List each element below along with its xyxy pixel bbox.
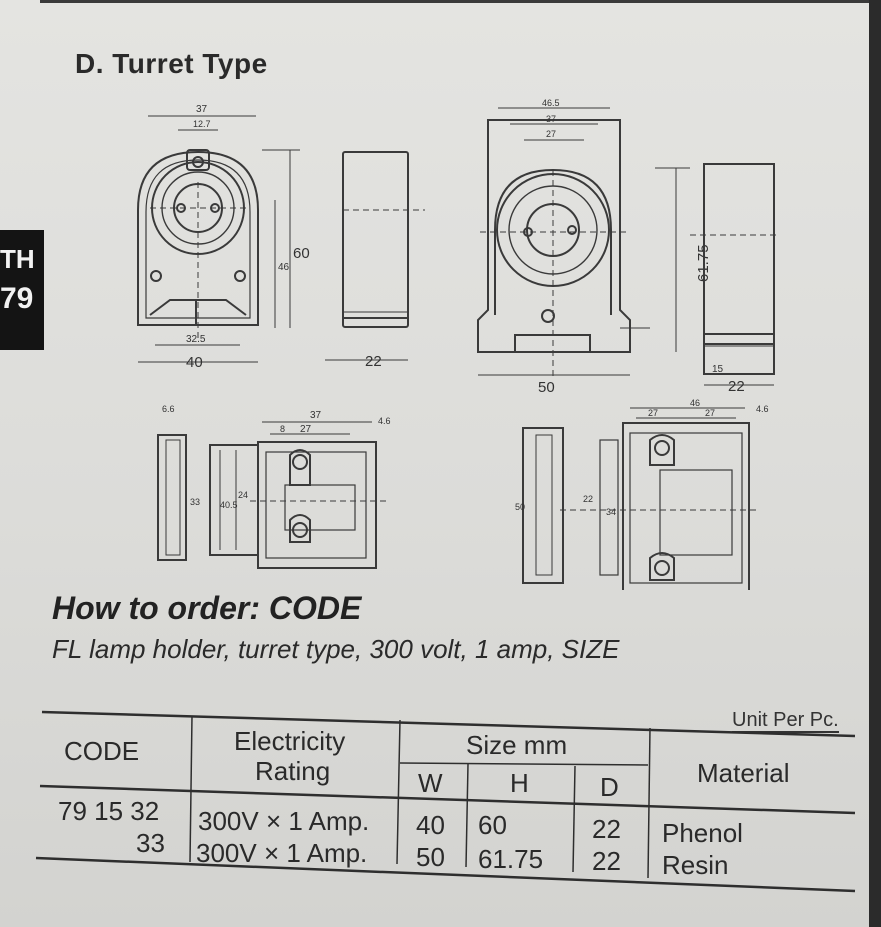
row-2-rating: 300V × 1 Amp. (196, 838, 368, 868)
row-1-material: Phenol (662, 818, 743, 848)
svg-text:8: 8 (280, 424, 285, 434)
side-view-large-holder: 15 22 (690, 163, 780, 395)
order-description: FL lamp holder, turret type, 300 volt, 1… (52, 634, 620, 664)
top-rule (40, 0, 870, 3)
svg-text:33: 33 (190, 497, 200, 507)
rear-view-large-holder: 46 27 27 50 22 34 4.6 (515, 398, 769, 590)
svg-text:32.5: 32.5 (186, 334, 206, 345)
svg-text:37: 37 (196, 104, 208, 115)
svg-text:27: 27 (648, 408, 658, 418)
svg-text:27: 27 (546, 129, 556, 139)
side-view-small-holder: 22 (325, 151, 425, 370)
svg-text:4.6: 4.6 (756, 404, 769, 414)
svg-text:6.6: 6.6 (162, 404, 175, 414)
svg-text:12.7: 12.7 (193, 119, 211, 129)
row-1-h: 60 (478, 810, 507, 840)
front-view-small-holder: 37 12.7 60 46 32.5 40 (137, 104, 310, 371)
row-1-code: 79 15 32 (58, 796, 160, 826)
header-code: CODE (64, 736, 140, 766)
svg-text:22: 22 (583, 494, 593, 504)
side-index-tab: TH 79 (0, 230, 44, 350)
unit-note: Unit Per Pc. (732, 709, 839, 733)
svg-text:60: 60 (293, 245, 310, 262)
svg-text:34: 34 (606, 507, 616, 517)
row-1-d: 22 (592, 814, 621, 844)
side-tab-line-1: TH (0, 244, 35, 274)
svg-text:27: 27 (705, 408, 715, 418)
svg-text:46: 46 (690, 398, 700, 408)
header-material: Material (697, 758, 790, 788)
svg-text:15: 15 (712, 364, 724, 375)
svg-text:50: 50 (538, 379, 555, 396)
header-w: W (418, 768, 443, 798)
row-1-w: 40 (416, 810, 445, 840)
section-title: D. Turret Type (75, 48, 268, 79)
header-d: D (600, 772, 619, 802)
row-2-d: 22 (592, 846, 621, 876)
rear-view-small-holder: 6.6 37 27 8 33 40.5 24 4.6 (157, 404, 391, 569)
svg-text:50: 50 (515, 502, 525, 512)
svg-text:24: 24 (238, 490, 248, 500)
svg-text:37: 37 (546, 114, 556, 124)
how-to-order-heading: How to order: CODE (52, 590, 362, 626)
side-tab-line-2: 79 (0, 282, 34, 315)
technical-drawings: 37 12.7 60 46 32.5 40 22 (137, 98, 780, 590)
row-1-rating: 300V × 1 Amp. (198, 806, 370, 836)
svg-text:27: 27 (300, 424, 312, 435)
svg-text:4.6: 4.6 (378, 416, 391, 426)
front-view-large-holder: 46.5 37 27 61.75 50 (477, 98, 712, 396)
header-size: Size mm (466, 730, 568, 760)
svg-text:46.5: 46.5 (542, 98, 560, 108)
svg-text:22: 22 (728, 378, 745, 395)
page-edge (869, 0, 881, 927)
row-2-h: 61.75 (478, 844, 544, 874)
row-2-w: 50 (416, 842, 445, 872)
row-2-code: 33 (136, 828, 165, 858)
svg-text:46: 46 (278, 262, 290, 273)
header-electricity-line2: Rating (255, 756, 331, 786)
header-h: H (510, 768, 529, 798)
svg-text:40: 40 (186, 354, 203, 371)
row-2-material: Resin (662, 850, 729, 880)
header-electricity-line1: Electricity (234, 726, 346, 756)
svg-text:22: 22 (365, 353, 382, 370)
svg-text:40.5: 40.5 (220, 500, 238, 510)
svg-text:37: 37 (310, 410, 322, 421)
